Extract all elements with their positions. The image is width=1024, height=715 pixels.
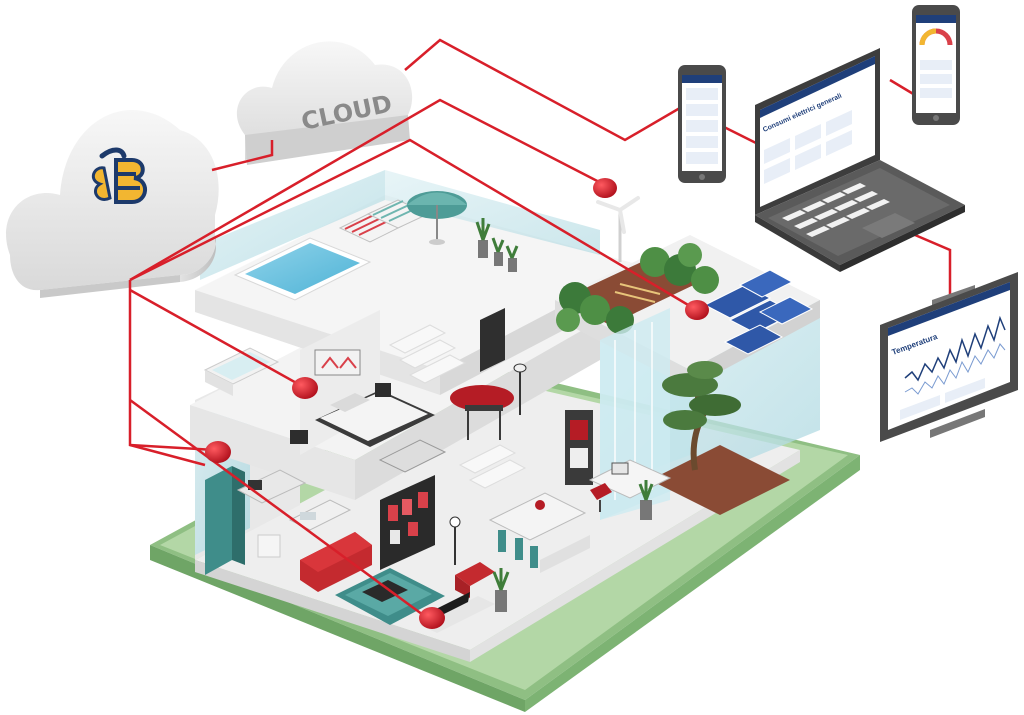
brand-cloud [6, 110, 219, 298]
smartphone-right[interactable] [912, 5, 960, 125]
temperature-chart-line-2 [904, 343, 1006, 395]
link-bus-to-solar [129, 138, 701, 314]
stairs [388, 324, 527, 489]
bathroom [203, 347, 280, 396]
connection-lines [128, 38, 952, 622]
roof-plants [475, 218, 519, 272]
house [190, 170, 820, 662]
link-phone2-to-laptop [889, 78, 916, 97]
link-cloud-to-cloud [211, 140, 274, 172]
service-cloud: CLOUD [236, 41, 413, 165]
link-phone-to-laptop [719, 123, 761, 147]
bonsai-tree [650, 361, 790, 515]
umbrella [407, 191, 467, 245]
sensor-node-solar[interactable] [685, 300, 709, 320]
smartphone-left[interactable] [678, 65, 726, 183]
link-laptop-to-tablet [914, 233, 952, 295]
sun-loungers [338, 199, 430, 243]
sensor-node-kitchen[interactable] [205, 441, 231, 463]
wall-tablet[interactable]: Temperatura [880, 272, 1018, 442]
study-area [450, 308, 527, 440]
laptop[interactable]: Consumi elettrici generali [755, 48, 965, 272]
wind-turbine [596, 196, 640, 262]
office-area [565, 410, 672, 520]
bookcase [380, 475, 461, 570]
sensor-node-living[interactable] [419, 607, 445, 629]
sensor-node-roof[interactable] [593, 178, 617, 198]
link-bus-to-roof [129, 98, 606, 282]
solar-panels [703, 269, 814, 355]
bedroom [290, 310, 447, 473]
dining-area [488, 492, 590, 573]
pool [233, 237, 372, 301]
living-room [300, 532, 510, 633]
sensor-node-bedroom[interactable] [292, 377, 318, 399]
kitchen [205, 466, 352, 575]
sensor-nodes [205, 178, 709, 629]
link-bus-to-living [129, 398, 431, 622]
temperature-chart-line [904, 315, 1006, 382]
green-roof [556, 243, 719, 334]
link-bus-to-bedroom [129, 288, 301, 387]
link-bus-to-kitchen [129, 443, 216, 452]
bee-logo-icon [91, 147, 147, 204]
link-cloud-to-phone [404, 38, 686, 142]
